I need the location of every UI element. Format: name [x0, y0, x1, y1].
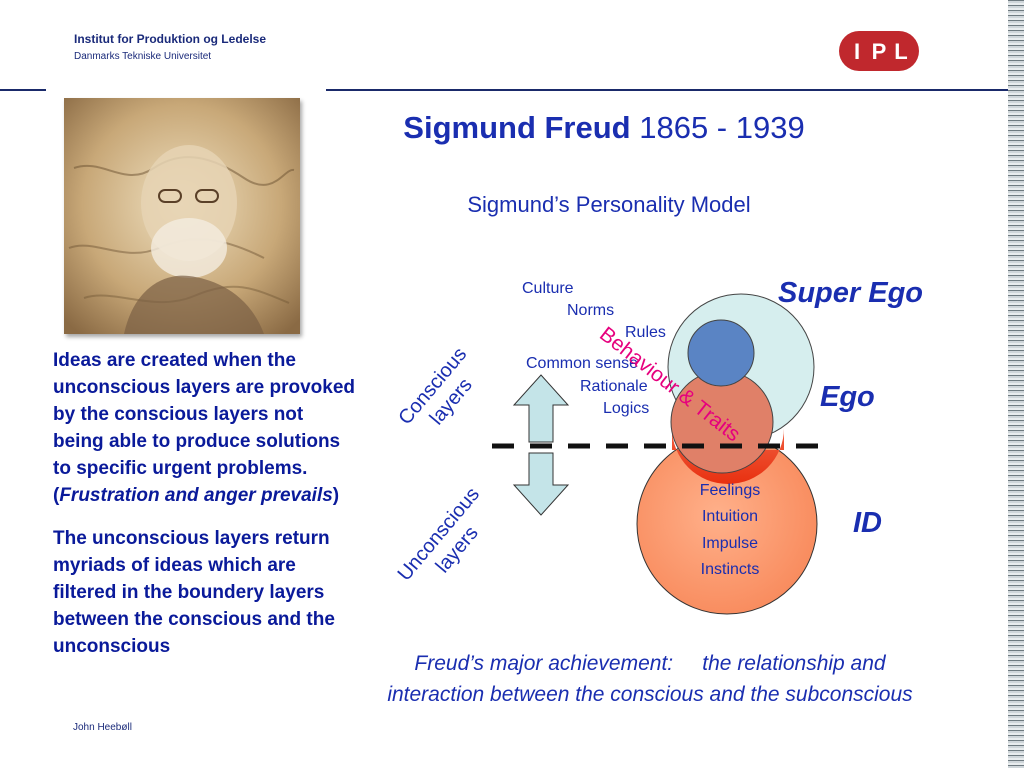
- body-line: The unconscious layers return: [53, 528, 330, 549]
- footer-author: John Heebøll: [73, 722, 132, 733]
- paren-close: ): [332, 485, 340, 506]
- university-name: Danmarks Tekniske Universitet: [74, 51, 212, 62]
- super-ego-label: Super Ego: [778, 277, 924, 309]
- id-item: Impulse: [701, 535, 759, 552]
- freud-portrait-image: [64, 98, 300, 334]
- title-name: Sigmund Freud: [403, 110, 631, 145]
- body-line: myriads of ideas which are: [53, 555, 296, 576]
- super-ego-core-circle: [687, 319, 755, 387]
- institute-name: Institut for Produktion og Ledelse: [74, 32, 266, 46]
- body-line-paren: (Frustration and anger prevails): [53, 482, 393, 509]
- body-line: between the conscious and the: [53, 609, 335, 630]
- ego-item: Logics: [603, 400, 650, 417]
- caption-line-1: Freud’s major achievement: the relations…: [414, 652, 886, 675]
- id-label: ID: [853, 507, 882, 539]
- slide-title: Sigmund Freud 1865 - 1939: [0, 110, 1024, 146]
- ipl-logo: I P L: [839, 31, 919, 71]
- logo-letter-p: P: [872, 39, 887, 64]
- body-paragraph-1: Ideas are created when the unconscious l…: [53, 347, 393, 509]
- body-line: Ideas are created when the: [53, 350, 296, 371]
- body-line: unconscious: [53, 636, 171, 657]
- logo-letter-l: L: [894, 39, 907, 64]
- super-ego-item: Culture: [522, 280, 574, 297]
- logo-letter-i: I: [854, 39, 860, 64]
- title-years: 1865 - 1939: [639, 110, 805, 145]
- paren-open: (: [53, 485, 60, 506]
- ego-item: Rationale: [580, 378, 648, 395]
- slide-subtitle: Sigmund’s Personality Model: [467, 192, 751, 217]
- ego-label: Ego: [820, 381, 875, 413]
- super-ego-item: Rules: [625, 324, 666, 341]
- body-line: being able to produce solutions: [53, 431, 341, 452]
- body-paragraph-2: The unconscious layers return myriads of…: [53, 525, 393, 660]
- id-item: Intuition: [701, 508, 759, 525]
- header-rule-left: [0, 89, 46, 91]
- body-line: to specific urgent problems.: [53, 458, 308, 479]
- header-rule-right: [326, 89, 1008, 91]
- super-ego-item: Norms: [567, 302, 615, 319]
- id-item: Instincts: [700, 561, 760, 578]
- body-italic: Frustration and anger prevails: [59, 485, 333, 506]
- unconscious-arrow-down: [512, 452, 570, 516]
- body-line: unconscious layers are provoked: [53, 377, 356, 398]
- achievement-caption: Freud’s major achievement: the relations…: [320, 648, 980, 710]
- caption-line-2: interaction between the conscious and th…: [387, 683, 913, 706]
- conscious-arrow-up: [512, 374, 570, 443]
- body-line: filtered in the boundery layers: [53, 582, 325, 603]
- body-line: by the conscious layers not: [53, 404, 304, 425]
- id-item: Feelings: [699, 482, 761, 499]
- ego-item: Common sense: [526, 355, 639, 372]
- decorative-side-stripe: [1008, 0, 1024, 768]
